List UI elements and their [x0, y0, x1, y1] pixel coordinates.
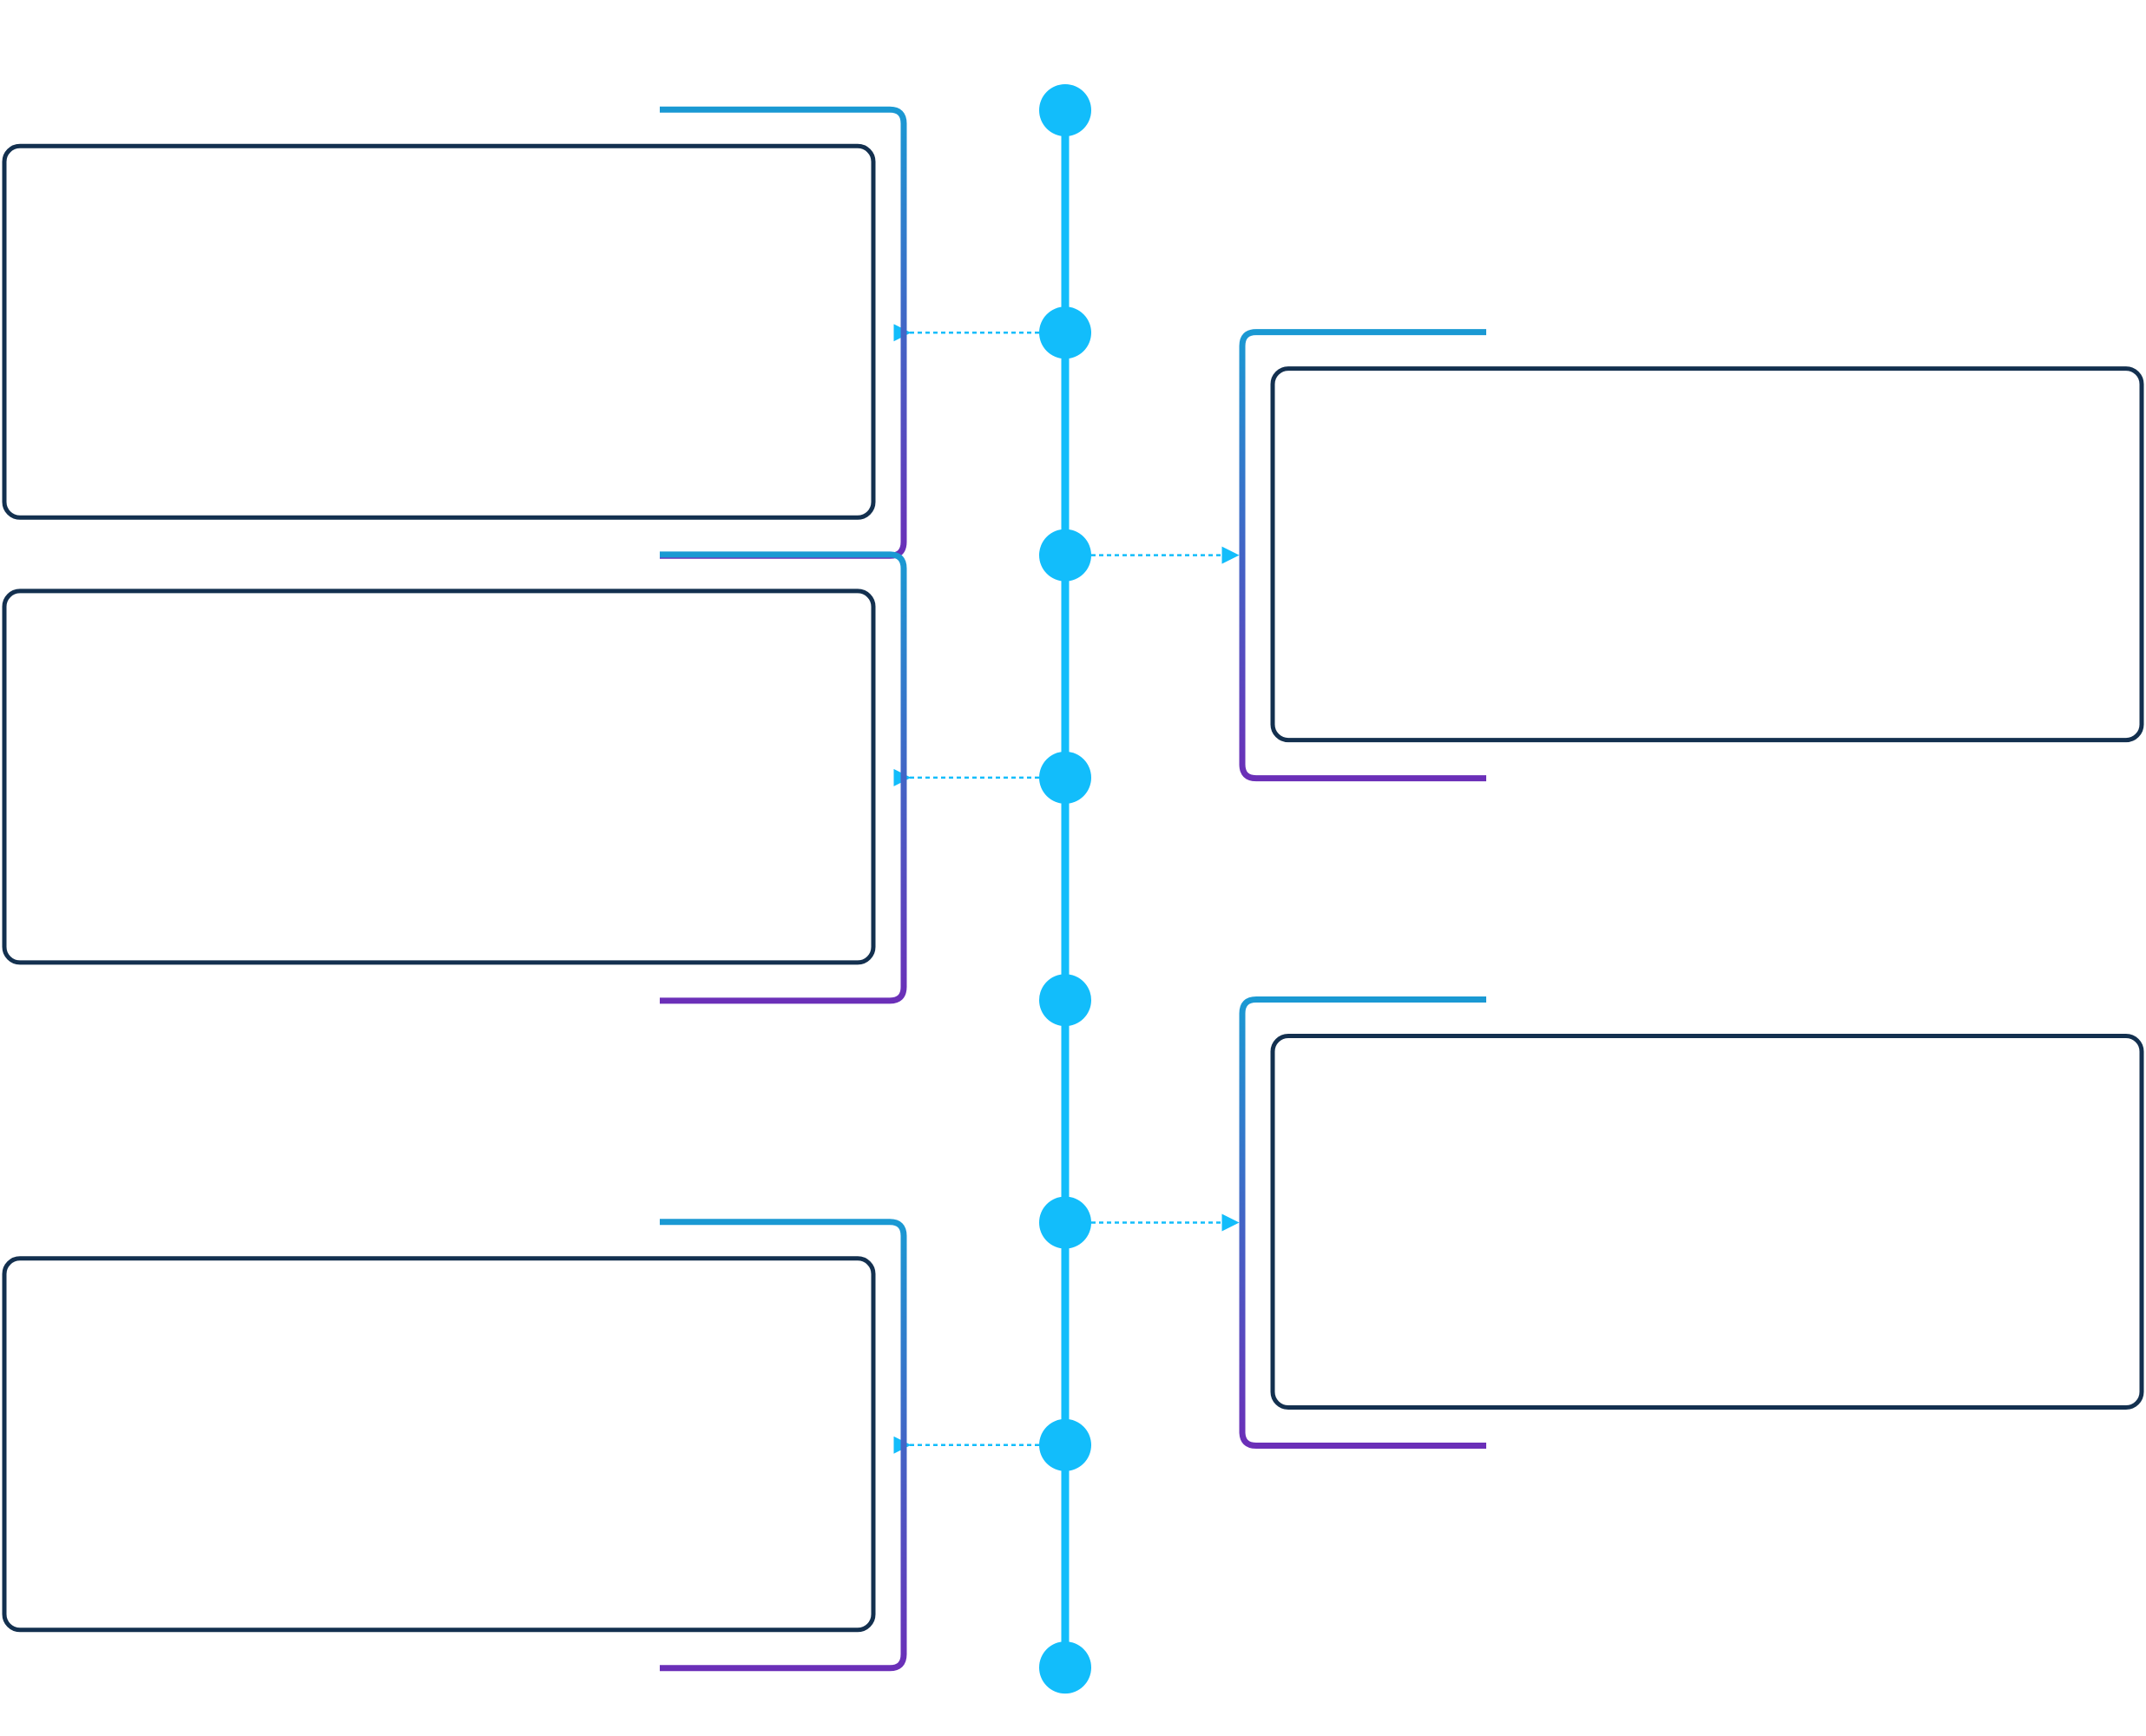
- timeline-node-4: [1039, 751, 1091, 804]
- content-card-3: [2, 589, 876, 965]
- timeline-node-2: [1039, 306, 1091, 359]
- content-card-2: [1270, 366, 2144, 743]
- card-bracket-3: [660, 551, 907, 1004]
- card-bracket-4: [1239, 996, 1486, 1449]
- content-card-5: [2, 1256, 876, 1633]
- content-card-4: [1270, 1034, 2144, 1410]
- timeline-node-8: [1039, 1641, 1091, 1694]
- timeline-node-7: [1039, 1418, 1091, 1471]
- timeline-node-5: [1039, 974, 1091, 1027]
- card-bracket-2: [1239, 329, 1486, 782]
- timeline-node-6: [1039, 1196, 1091, 1249]
- card-bracket-5: [660, 1219, 907, 1672]
- timeline-node-3: [1039, 529, 1091, 582]
- content-card-1: [2, 143, 876, 520]
- timeline-node-1: [1039, 84, 1091, 136]
